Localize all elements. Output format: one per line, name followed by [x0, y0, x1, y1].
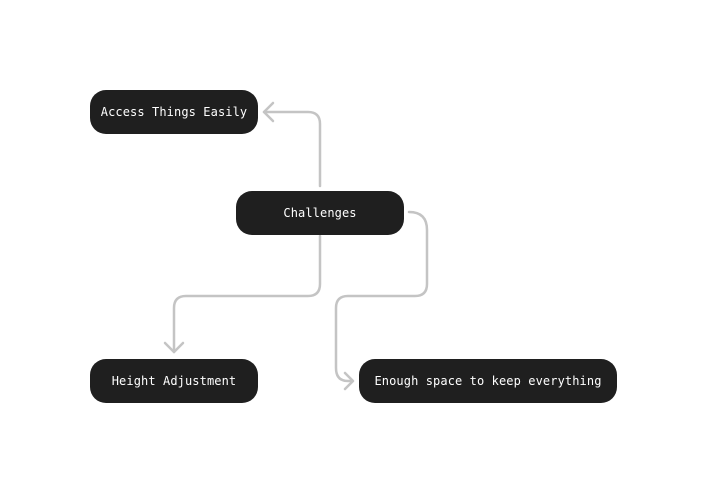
arrowhead-space	[343, 371, 355, 391]
node-label: Challenges	[283, 206, 357, 220]
node-enough-space: Enough space to keep everything	[359, 359, 617, 403]
node-label: Height Adjustment	[111, 374, 237, 388]
node-label: Access Things Easily	[100, 105, 248, 119]
node-access-things-easily: Access Things Easily	[90, 90, 258, 134]
arrowhead-access	[262, 101, 275, 123]
node-height-adjustment: Height Adjustment	[90, 359, 258, 403]
node-label: Enough space to keep everything	[374, 374, 602, 388]
connector-center-to-access	[262, 110, 322, 188]
connector-center-to-space	[334, 210, 429, 383]
arrowhead-height	[163, 341, 185, 354]
node-challenges: Challenges	[236, 191, 404, 235]
connector-center-to-height	[172, 234, 322, 354]
